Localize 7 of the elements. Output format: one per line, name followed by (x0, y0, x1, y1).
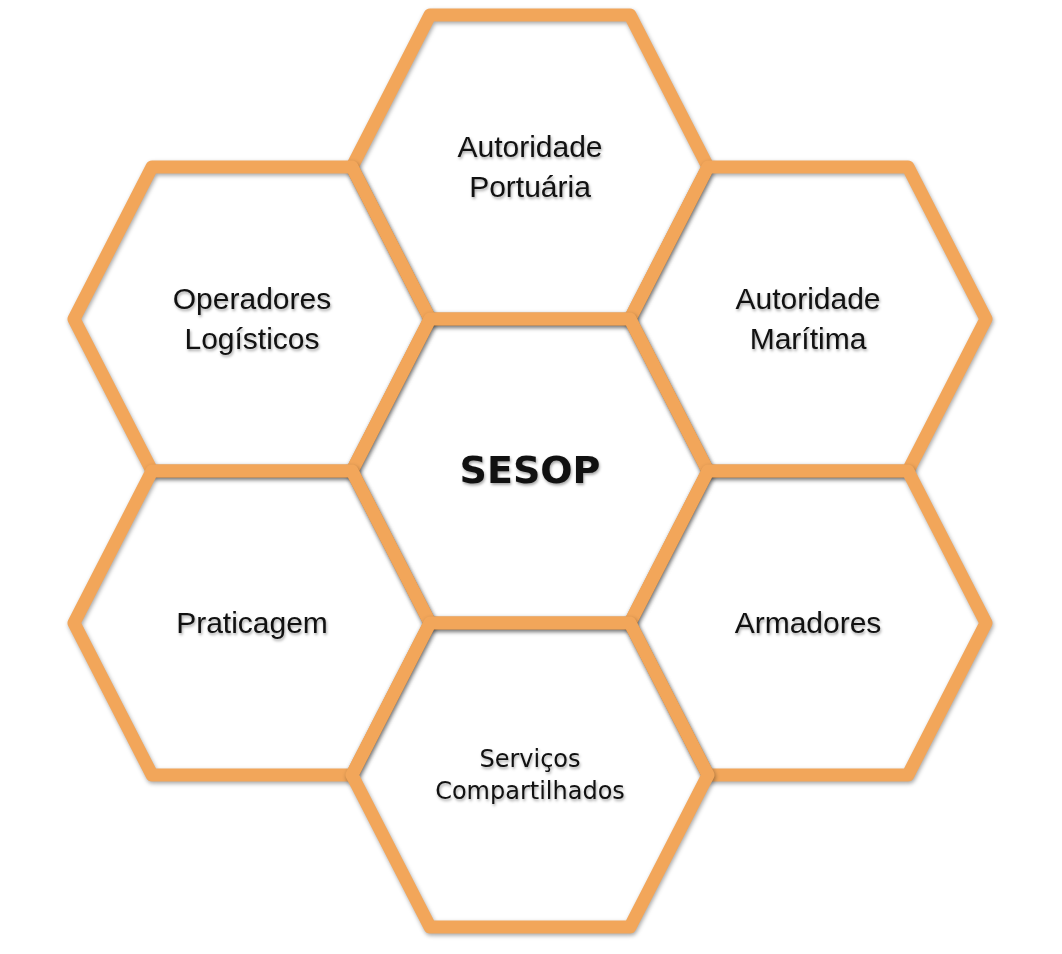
hexagon-label: SESOP (459, 447, 601, 495)
hexagon-label: Serviços Compartilhados (434, 743, 626, 807)
hexagon-label: Operadores Logísticos (171, 280, 333, 357)
hexagon-label: Praticagem (176, 604, 328, 641)
hexagon-label: Autoridade Marítima (734, 280, 882, 357)
hexagon-label: Autoridade Portuária (456, 128, 604, 205)
hexagon-label: Armadores (734, 604, 882, 641)
